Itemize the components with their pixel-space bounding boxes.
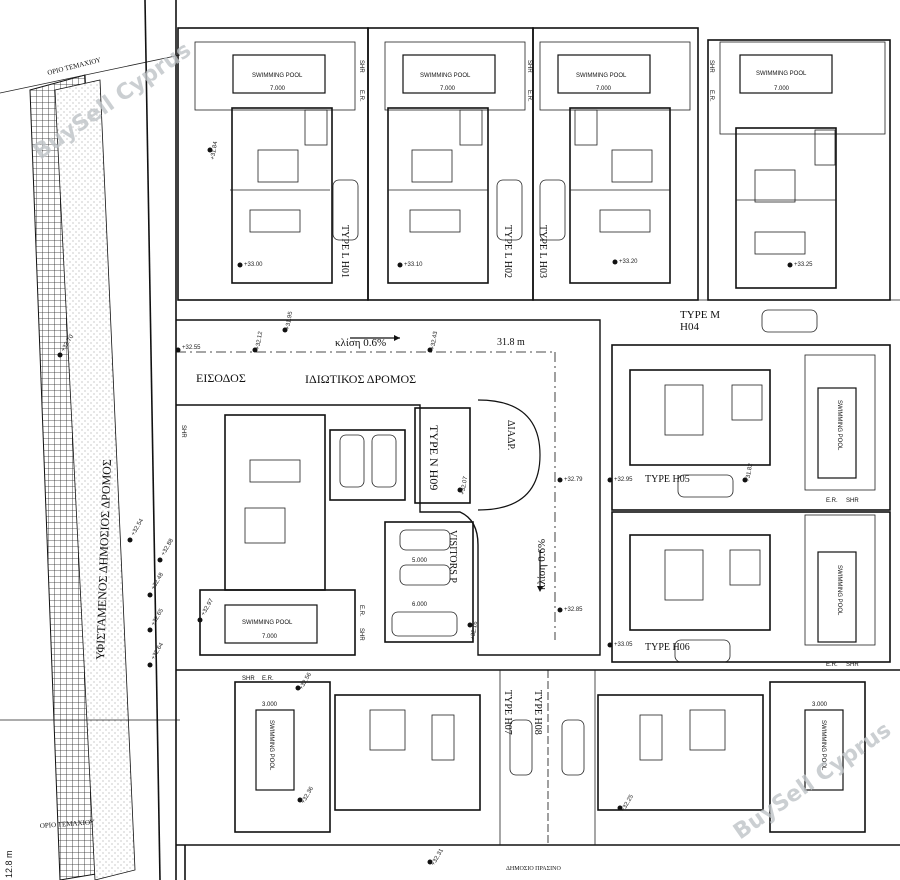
top-furniture: [249, 109, 836, 255]
pool-label-3: SWIMMING POOL: [576, 73, 627, 79]
level-marker: +32.88: [161, 537, 176, 557]
shr-label-bottom: SHR: [242, 676, 255, 682]
level-marker: +31.82: [745, 462, 754, 482]
level-marker: +33.10: [404, 262, 423, 268]
turnaround-label: ΔΙΑΔΡ.: [505, 420, 516, 450]
er-label-top-3: E.R.: [708, 90, 714, 102]
house-label-h07: TYPE H07: [502, 690, 513, 735]
level-marker: +32.85: [564, 607, 583, 613]
pool-dim-1: 7.000: [270, 86, 286, 92]
shr-label-h06: SHR: [846, 662, 859, 668]
level-marker: +32.56: [299, 671, 314, 691]
pool-label-h05: SWIMMING POOL: [836, 400, 842, 451]
bottom-row: [234, 670, 866, 845]
shr-label-h09b: SHR: [358, 628, 364, 641]
pool-dim-2: 7.000: [440, 86, 456, 92]
pool-label-4: SWIMMING POOL: [756, 71, 807, 77]
level-marker: +31.95: [285, 310, 294, 330]
boundary-label-top: ΟΡΙΟ ΤΕΜΑΧΙΟΥ: [47, 56, 102, 77]
pool-label-h08: SWIMMING POOL: [820, 720, 826, 771]
pool-label-1: SWIMMING POOL: [252, 73, 303, 79]
pool-label-h07: SWIMMING POOL: [268, 720, 274, 771]
shr-label-h09: SHR: [180, 425, 186, 438]
level-marker: +32.43: [430, 330, 439, 350]
houses-h05-h06: [611, 344, 891, 663]
pool-label-2: SWIMMING POOL: [420, 73, 471, 79]
shr-label-top-1: SHR: [358, 60, 364, 73]
level-markers: +33.00 +33.10 +33.20 +33.25 +32.55 +32.4…: [57, 140, 813, 867]
level-marker: +32.12: [255, 330, 264, 350]
slope-label-right: κλίση 0.6%: [536, 539, 548, 590]
level-marker: +32.95: [614, 477, 633, 483]
house-h09: [199, 407, 471, 656]
level-marker: +33.20: [619, 259, 638, 265]
er-label-top-1: E.R.: [358, 90, 364, 102]
house-label-h05: TYPE H05: [645, 474, 690, 485]
private-road: [176, 319, 601, 656]
visitors-dim-b: 6.000: [412, 602, 428, 608]
pool-dim-h07: 3.000: [262, 702, 278, 708]
house-label-h04-type: TYPE M: [680, 309, 720, 321]
er-label-h05: E.R.: [826, 498, 838, 504]
pool-label-h09: SWIMMING POOL: [242, 620, 293, 626]
level-marker: +31.84: [210, 140, 219, 160]
er-label-h09: E.R.: [358, 605, 364, 617]
house-label-h03: TYPE L H03: [537, 225, 548, 278]
level-marker: +32.07: [460, 475, 469, 495]
boundary-label-bottom: ΟΡΙΟ ΤΕΜΑΧΙΟΥ: [40, 818, 95, 830]
level-marker: +33.00: [244, 262, 263, 268]
er-label-h06: E.R.: [826, 662, 838, 668]
pool-dim-3: 7.000: [596, 86, 612, 92]
level-marker: +32.36: [301, 785, 316, 805]
visitors-parking: [384, 521, 474, 643]
level-marker: +32.64: [151, 641, 166, 661]
level-marker: +32.48: [151, 571, 166, 591]
slope-label-top: κλίση 0.6%: [335, 337, 386, 349]
pool-label-h06: SWIMMING POOL: [836, 565, 842, 616]
pool-dim-h09: 7.000: [262, 634, 278, 640]
top-row: [177, 27, 891, 301]
private-road-label: ΙΔΙΩΤΙΚΟΣ ΔΡΟΜΟΣ: [305, 372, 416, 386]
level-marker: +33.05: [614, 642, 633, 648]
level-marker: +32.97: [201, 597, 216, 617]
level-marker: +32.65: [151, 607, 166, 627]
pool-dim-4: 7.000: [774, 86, 790, 92]
visitors-parking-label: VISITORS P: [447, 530, 458, 583]
level-marker: +32.79: [564, 477, 583, 483]
er-label-bottom: E.R.: [262, 676, 274, 682]
road-width-dim: 12.8 m: [4, 850, 14, 878]
level-marker: +32.31: [431, 847, 446, 867]
public-road: [0, 0, 181, 880]
green-area-label: ΔΗΜΟΣΙΟ ΠΡΑΣΙΝΟ: [506, 866, 561, 872]
house-label-h01: TYPE L H01: [339, 225, 350, 278]
house-label-h02: TYPE L H02: [502, 225, 513, 278]
level-marker: +32.54: [131, 517, 146, 537]
entrance-label: ΕΙΣΟΔΟΣ: [196, 371, 246, 385]
level-marker: +32.16: [470, 620, 479, 640]
shr-label-top-3: SHR: [708, 60, 714, 73]
level-marker: +33.25: [794, 262, 813, 268]
house-label-h04-code: H04: [680, 321, 699, 333]
level-marker: +32.55: [182, 345, 201, 351]
shr-label-top-2: SHR: [526, 60, 532, 73]
shr-label-h05: SHR: [846, 498, 859, 504]
house-label-h08: TYPE H08: [532, 690, 543, 735]
pool-dim-h08: 3.000: [812, 702, 828, 708]
visitors-dim-a: 5.000: [412, 558, 428, 564]
road-length-label: 31.8 m: [497, 337, 525, 348]
house-label-h09: TYPE N H09: [427, 425, 441, 490]
house-label-h06: TYPE H06: [645, 642, 690, 653]
er-label-top-2: E.R.: [526, 90, 532, 102]
